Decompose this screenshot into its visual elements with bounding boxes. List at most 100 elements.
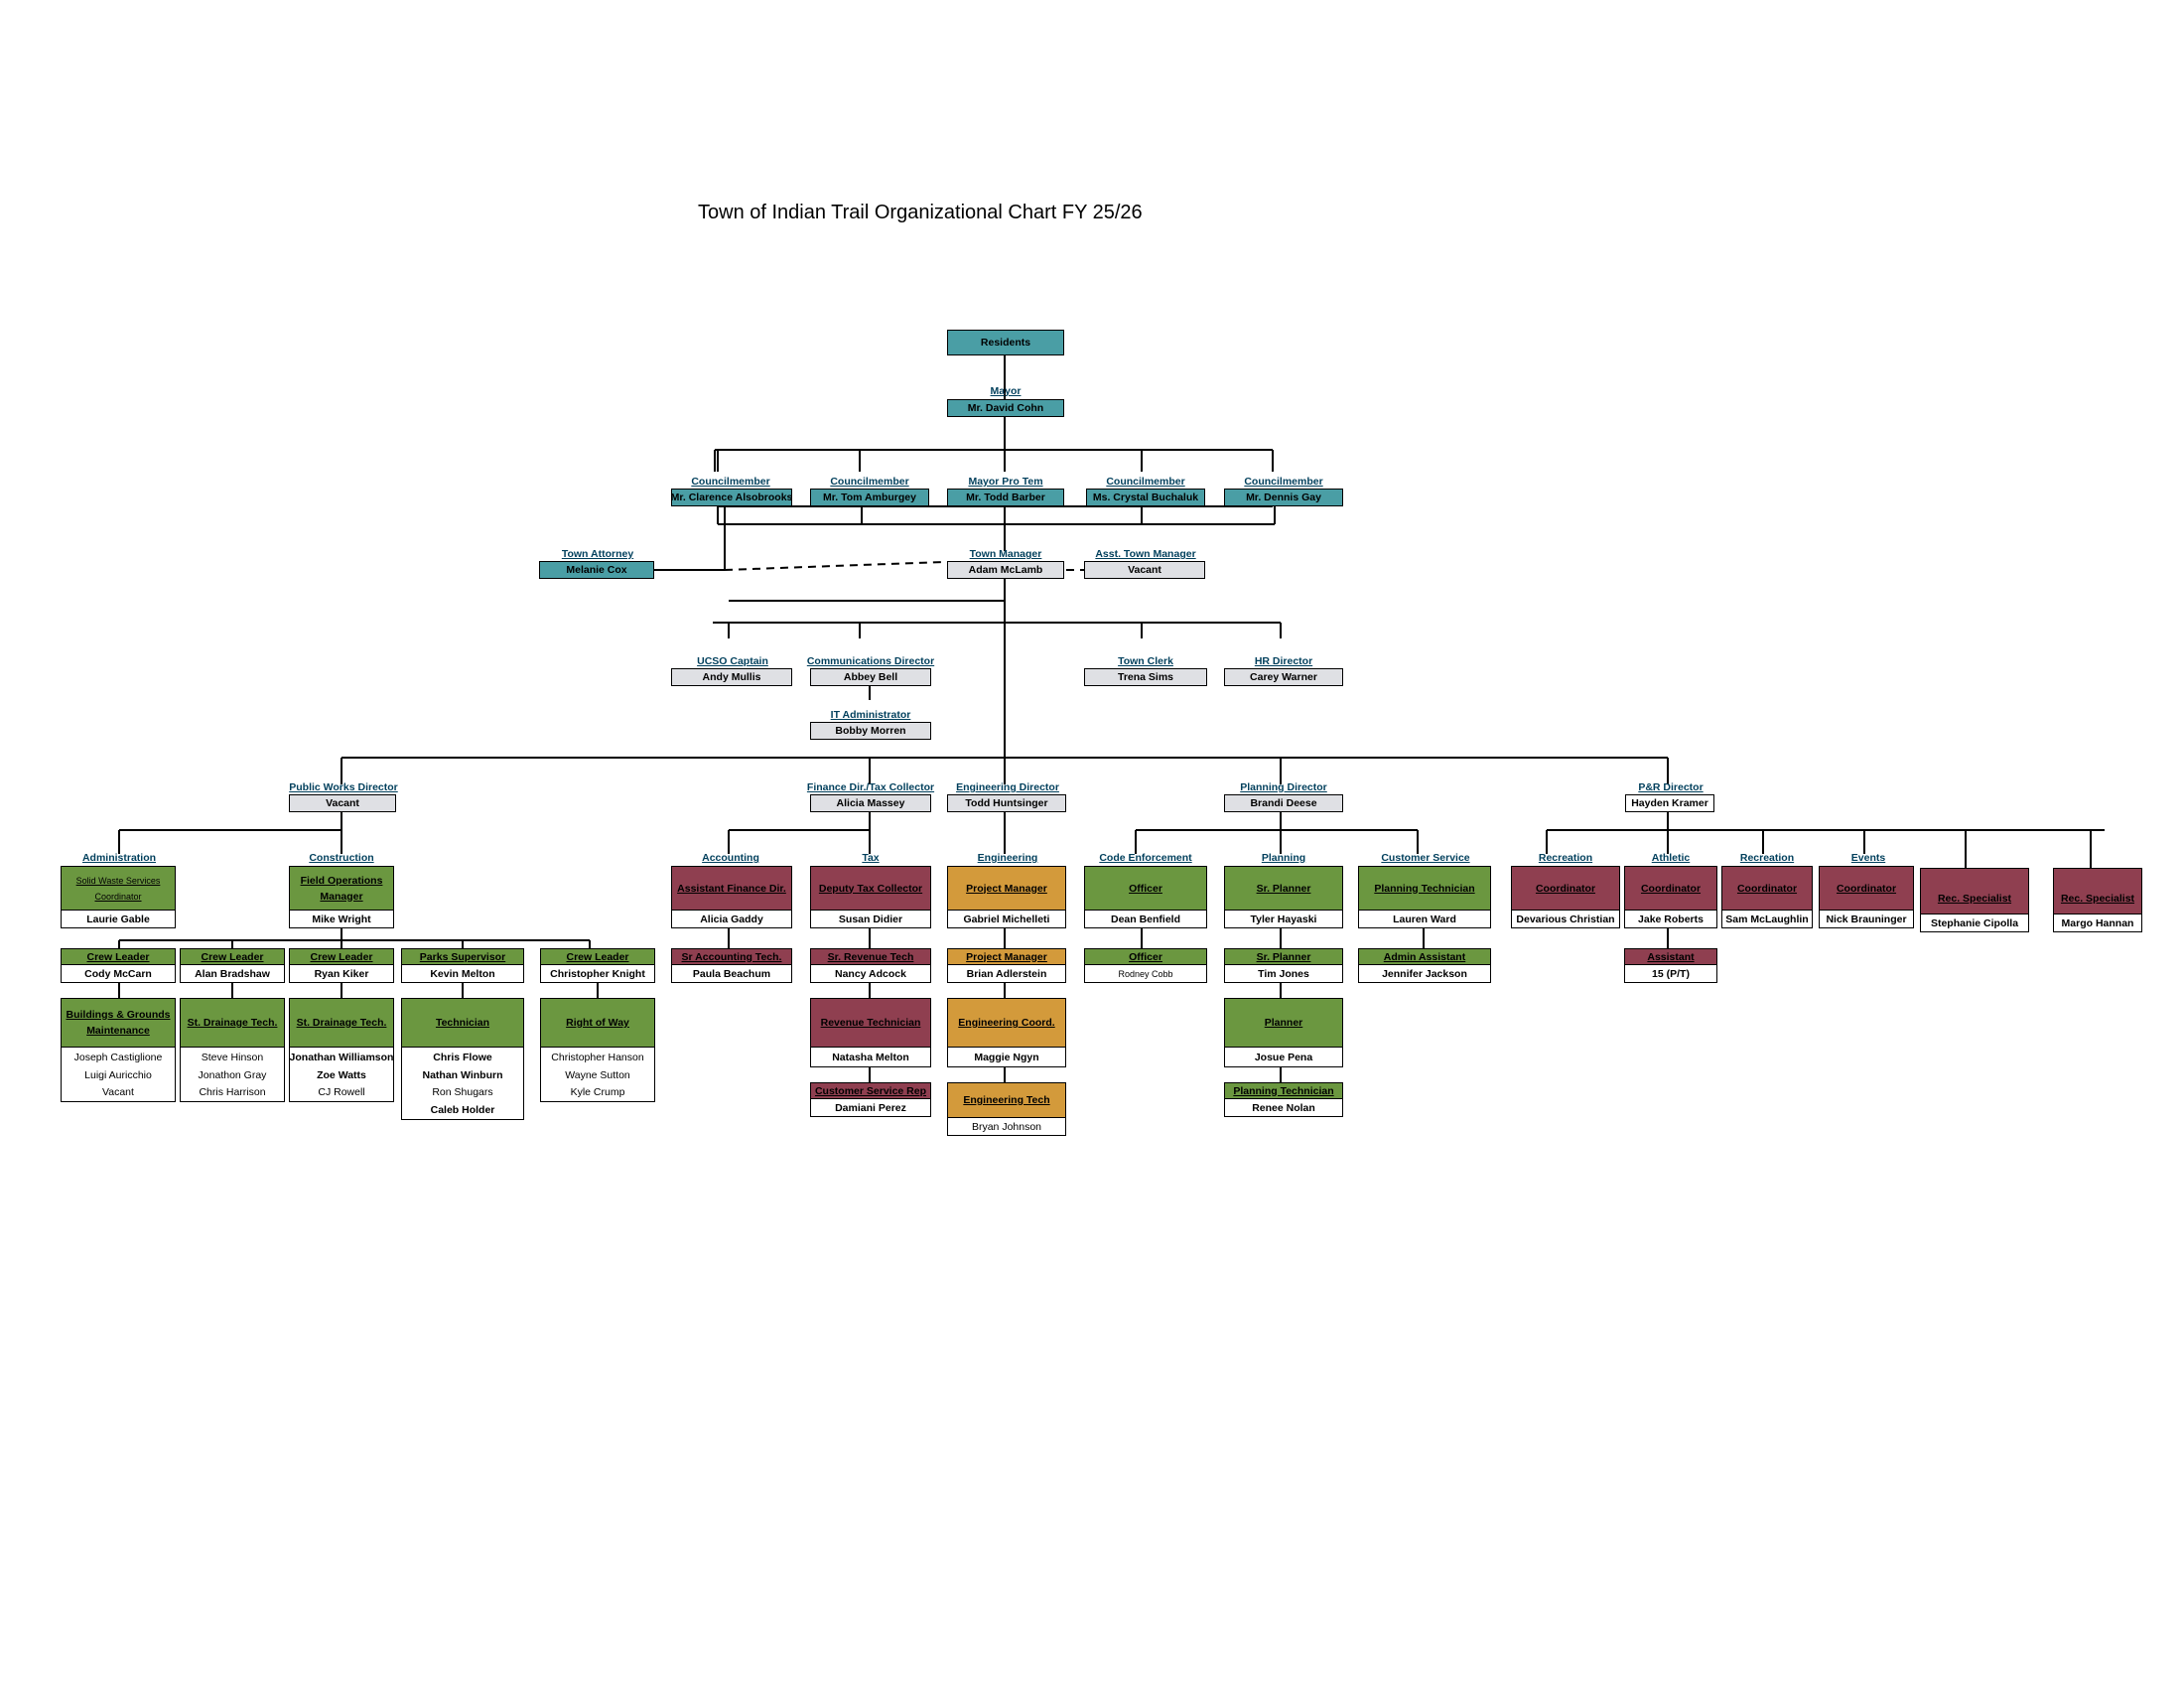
eng-coord-name: Maggie Ngyn bbox=[947, 1047, 1066, 1067]
sr-planner-title: Sr. Planner bbox=[1224, 866, 1343, 911]
sr-accounting-name: Paula Beachum bbox=[671, 964, 792, 983]
planning-label: Planning bbox=[1261, 852, 1306, 864]
asst-manager-label: Asst. Town Manager bbox=[1095, 548, 1196, 560]
pw-construction-label: Construction bbox=[309, 852, 374, 864]
town-attorney-label: Town Attorney bbox=[561, 548, 634, 560]
team-5-member: Wayne Sutton bbox=[565, 1068, 630, 1081]
crew-4-name: Kevin Melton bbox=[401, 964, 524, 983]
pw-admin-label: Administration bbox=[81, 852, 157, 864]
ucso-label: UCSO Captain bbox=[697, 655, 768, 667]
council-1-name: Mr. Clarence Alsobrooks bbox=[671, 489, 792, 506]
pr-director-name: Hayden Kramer bbox=[1625, 794, 1714, 812]
planning-tech-title: Planning Technician bbox=[1224, 1082, 1343, 1099]
planning-director-label: Planning Director bbox=[1240, 781, 1327, 793]
sr-accounting-title: Sr Accounting Tech. bbox=[671, 948, 792, 965]
cs-tech-name: Lauren Ward bbox=[1358, 910, 1491, 928]
pr-1-label: Recreation bbox=[1538, 852, 1593, 864]
team-1-title: Buildings & Grounds Maintenance bbox=[61, 998, 176, 1048]
team-1-member: Luigi Auricchio bbox=[84, 1068, 152, 1081]
pr-5-name: Stephanie Cipolla bbox=[1920, 914, 2029, 932]
eng-pm1-title: Project Manager bbox=[947, 866, 1066, 911]
code-enforcement-label: Code Enforcement bbox=[1099, 852, 1192, 864]
crew-5-title: Crew Leader bbox=[540, 948, 655, 965]
revenue-tech-name: Natasha Melton bbox=[810, 1047, 931, 1067]
page-title: Town of Indian Trail Organizational Char… bbox=[698, 202, 1143, 223]
pr-3-title: Coordinator bbox=[1721, 866, 1813, 911]
pr-3-label: Recreation bbox=[1739, 852, 1795, 864]
planner-name: Josue Pena bbox=[1224, 1047, 1343, 1067]
team-3-member: Jonathan Williamson bbox=[289, 1052, 394, 1063]
accounting-name: Alicia Gaddy bbox=[671, 910, 792, 928]
council-5-name: Mr. Dennis Gay bbox=[1224, 489, 1343, 506]
tax-name: Susan Didier bbox=[810, 910, 931, 928]
crew-3-name: Ryan Kiker bbox=[289, 964, 394, 983]
team-2-member: Steve Hinson bbox=[201, 1052, 264, 1063]
tax-label: Tax bbox=[862, 852, 880, 864]
council-5-label: Councilmember bbox=[1244, 476, 1323, 488]
crew-3-title: Crew Leader bbox=[289, 948, 394, 965]
hr-label: HR Director bbox=[1254, 655, 1313, 667]
code-officer2-title: Officer bbox=[1084, 948, 1207, 965]
team-2-member: Chris Harrison bbox=[199, 1086, 266, 1098]
finance-director-name: Alicia Massey bbox=[810, 794, 931, 812]
council-1-label: Councilmember bbox=[691, 476, 770, 488]
it-admin-name: Bobby Morren bbox=[810, 722, 931, 740]
cs-tech-title: Planning Technician bbox=[1358, 866, 1491, 911]
tax-title: Deputy Tax Collector bbox=[810, 866, 931, 911]
pr-2-name: Jake Roberts bbox=[1624, 910, 1717, 928]
town-manager-name: Adam McLamb bbox=[947, 561, 1064, 579]
mayor-name: Mr. David Cohn bbox=[947, 399, 1064, 417]
team-2-title: St. Drainage Tech. bbox=[180, 998, 285, 1048]
team-2-members: Steve Hinson Jonathon Gray Chris Harriso… bbox=[180, 1047, 285, 1102]
crew-2-title: Crew Leader bbox=[180, 948, 285, 965]
accounting-title: Assistant Finance Dir. bbox=[671, 866, 792, 911]
team-1-members: Joseph Castiglione Luigi Auricchio Vacan… bbox=[61, 1047, 176, 1102]
pw-director-label: Public Works Director bbox=[289, 781, 398, 793]
sr-revenue-title: Sr. Revenue Tech bbox=[810, 948, 931, 965]
eng-director-label: Engineering Director bbox=[956, 781, 1059, 793]
team-5-title: Right of Way bbox=[540, 998, 655, 1048]
town-attorney-name: Melanie Cox bbox=[539, 561, 654, 579]
council-4-name: Ms. Crystal Buchaluk bbox=[1086, 489, 1205, 506]
team-4-member: Ron Shugars bbox=[432, 1086, 493, 1098]
eng-tech-title: Engineering Tech bbox=[947, 1082, 1066, 1118]
planner-title: Planner bbox=[1224, 998, 1343, 1048]
code-officer-name: Dean Benfield bbox=[1084, 910, 1207, 928]
council-3-label: Mayor Pro Tem bbox=[968, 476, 1043, 488]
eng-tech-name: Bryan Johnson bbox=[947, 1117, 1066, 1136]
csr-name: Damiani Perez bbox=[810, 1098, 931, 1117]
team-1-title-text: Buildings & Grounds Maintenance bbox=[66, 1009, 171, 1037]
planning-director-name: Brandi Deese bbox=[1224, 794, 1343, 812]
team-1-member: Joseph Castiglione bbox=[73, 1052, 163, 1063]
residents-box: Residents bbox=[947, 330, 1064, 355]
pr-6-title: Rec. Specialist bbox=[2053, 868, 2142, 914]
council-2-name: Mr. Tom Amburgey bbox=[810, 489, 929, 506]
engineering-label: Engineering bbox=[977, 852, 1038, 864]
mayor-label: Mayor bbox=[990, 385, 1022, 397]
crew-1-title: Crew Leader bbox=[61, 948, 176, 965]
crew-1-name: Cody McCarn bbox=[61, 964, 176, 983]
clerk-label: Town Clerk bbox=[1118, 655, 1173, 667]
clerk-name: Trena Sims bbox=[1084, 668, 1207, 686]
eng-coord-title: Engineering Coord. bbox=[947, 998, 1066, 1048]
team-5-members: Christopher Hanson Wayne Sutton Kyle Cru… bbox=[540, 1047, 655, 1102]
hr-name: Carey Warner bbox=[1224, 668, 1343, 686]
eng-pm1-name: Gabriel Michelleti bbox=[947, 910, 1066, 928]
council-2-label: Councilmember bbox=[830, 476, 909, 488]
pr-2-title: Coordinator bbox=[1624, 866, 1717, 911]
revenue-tech-title: Revenue Technician bbox=[810, 998, 931, 1048]
comms-label: Communications Director bbox=[806, 655, 935, 667]
pr-5-title: Rec. Specialist bbox=[1920, 868, 2029, 914]
team-4-title: Technician bbox=[401, 998, 524, 1048]
council-3-name: Mr. Todd Barber bbox=[947, 489, 1064, 506]
ucso-name: Andy Mullis bbox=[671, 668, 792, 686]
pr-2-sub-name: 15 (P/T) bbox=[1624, 964, 1717, 983]
pw-construction-title: Field Operations Manager bbox=[289, 866, 394, 911]
team-3-member: Zoe Watts bbox=[317, 1068, 366, 1081]
it-admin-label: IT Administrator bbox=[830, 709, 911, 721]
team-3-title: St. Drainage Tech. bbox=[289, 998, 394, 1048]
town-manager-label: Town Manager bbox=[969, 548, 1042, 560]
team-1-member: Vacant bbox=[102, 1086, 134, 1098]
pw-admin-title-text: Solid Waste Services Coordinator bbox=[75, 875, 161, 902]
